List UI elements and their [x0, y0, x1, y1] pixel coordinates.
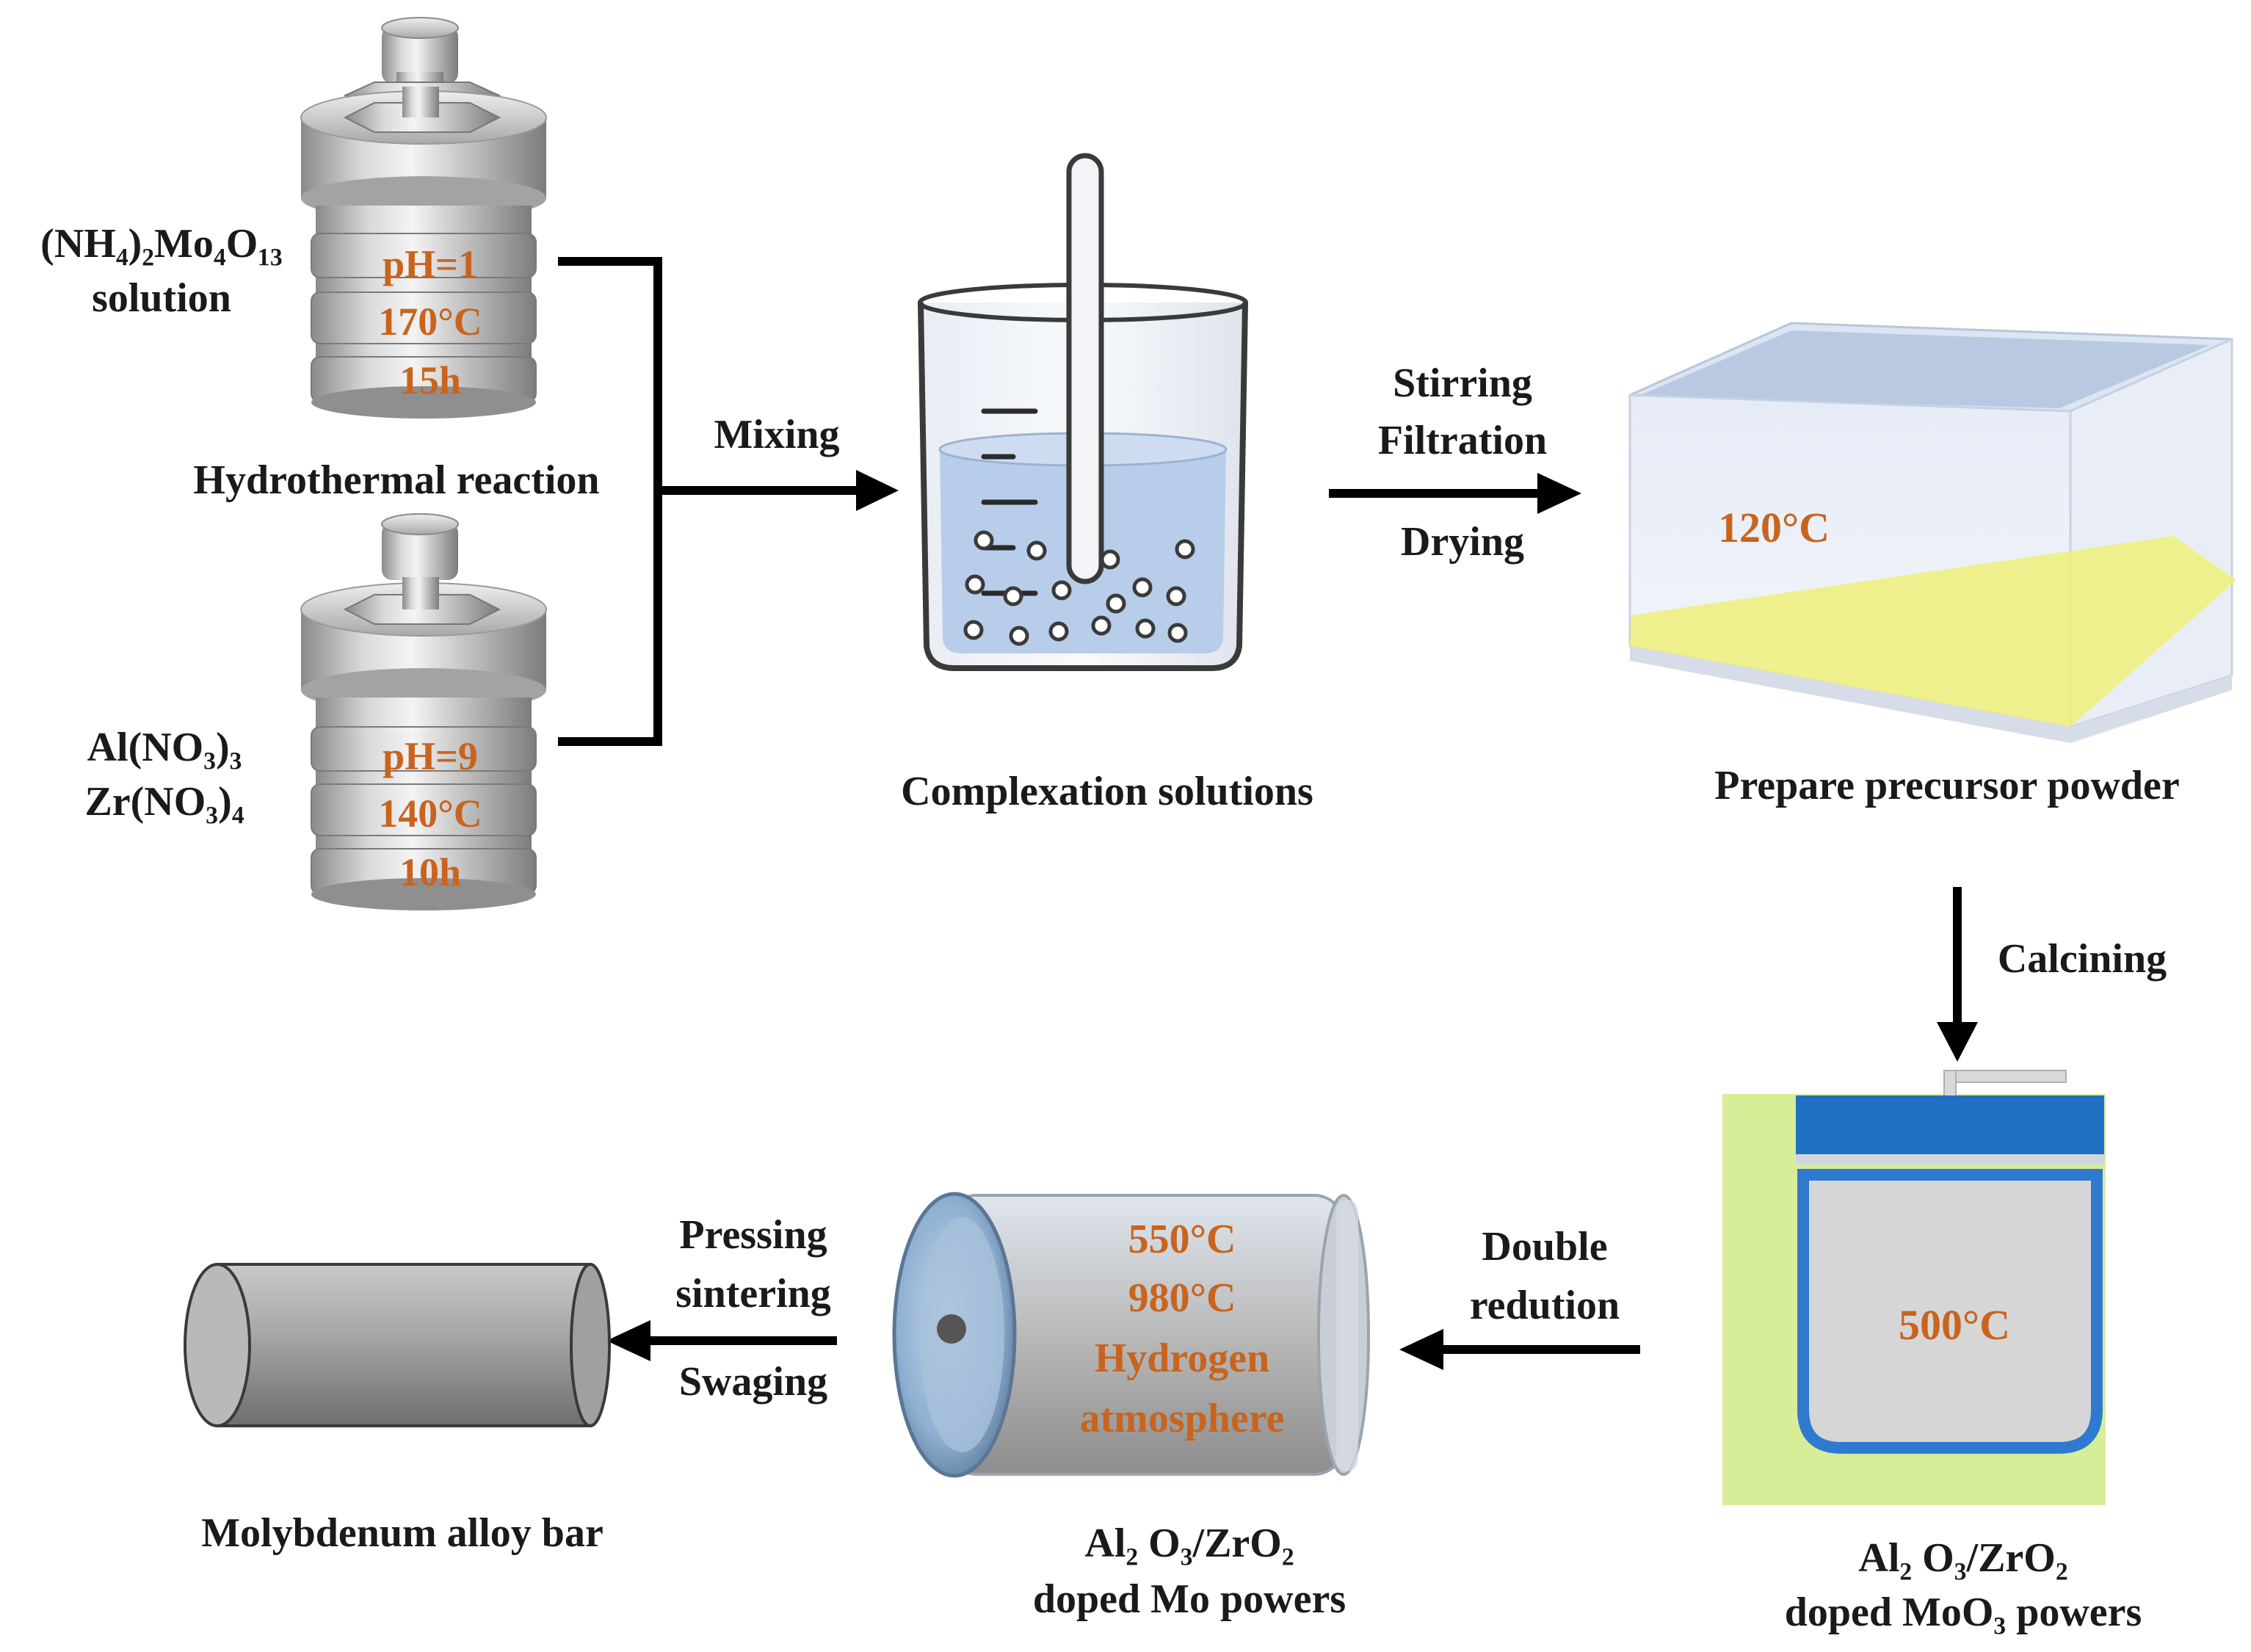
calcining-arrowhead [1937, 1022, 1978, 1062]
calcining-furnace [1722, 1070, 2106, 1505]
moo3-caption-line2: doped MoO₃ powers [1785, 1590, 2142, 1635]
bar-caption: Molybdenum alloy bar [201, 1510, 603, 1556]
hydrogen-label: Hydrogen [1095, 1336, 1270, 1381]
bottom-time-label: 10h [399, 850, 461, 894]
mixing-label: Mixing [714, 412, 839, 457]
reduction-arrowhead [1399, 1329, 1443, 1370]
hydrothermal-caption: Hydrothermal reaction [193, 457, 599, 503]
dryer-caption: Prepare precursor powder [1714, 763, 2180, 808]
top-time-label: 15h [399, 358, 461, 402]
atmosphere-label: atmosphere [1080, 1396, 1285, 1441]
bottom-reagent-label: Al(NO₃)₃ [87, 725, 242, 770]
stirring-label: Stirring [1393, 361, 1532, 406]
beaker [918, 153, 1248, 671]
pressing-label: Pressing [679, 1212, 827, 1258]
top-autoclave [300, 17, 547, 419]
top-reagent-label: (NH₄)₂Mo₄O₁₃ [40, 221, 283, 267]
dryer-temp-label: 120°C [1718, 504, 1830, 551]
mixing-arrowhead [856, 470, 899, 511]
moo3-caption-line1: Al₂ O₃/ZrO₂ [1858, 1535, 2067, 1581]
filtration-label: Filtration [1378, 418, 1547, 463]
furnace-temp-label: 500°C [1899, 1301, 2010, 1349]
bottom-temp-label: 140°C [378, 791, 482, 836]
sintering-label: sintering [675, 1271, 831, 1316]
bottom-autoclave [300, 513, 547, 910]
redution-label: redution [1470, 1283, 1620, 1328]
calcining-label: Calcining [1998, 936, 2167, 982]
mo-caption-line1: Al₂ O₃/ZrO₂ [1084, 1521, 1294, 1566]
top-ph-label: pH=1 [383, 242, 478, 286]
top-reagent-sublabel: solution [92, 275, 231, 321]
top-temp-label: 170°C [378, 300, 482, 344]
mixing-connector [558, 257, 859, 746]
bottom-reagent-sublabel: Zr(NO₃)₄ [84, 779, 244, 825]
drying-label: Drying [1401, 519, 1524, 565]
beaker-caption: Complexation solutions [901, 769, 1313, 814]
reduction-temp2-label: 980°C [1128, 1275, 1236, 1321]
mo-caption-line2: doped Mo powers [1033, 1576, 1346, 1622]
drying-box [1628, 322, 2236, 743]
bottom-ph-label: pH=9 [383, 734, 478, 778]
reduction-tube [892, 1192, 1370, 1478]
alloy-bar [184, 1263, 611, 1427]
swaging-label: Swaging [679, 1359, 827, 1405]
double-label: Double [1482, 1224, 1607, 1269]
pressing-arrowhead [606, 1320, 650, 1361]
stirring-arrowhead [1537, 473, 1581, 514]
reduction-temp1-label: 550°C [1128, 1217, 1236, 1262]
